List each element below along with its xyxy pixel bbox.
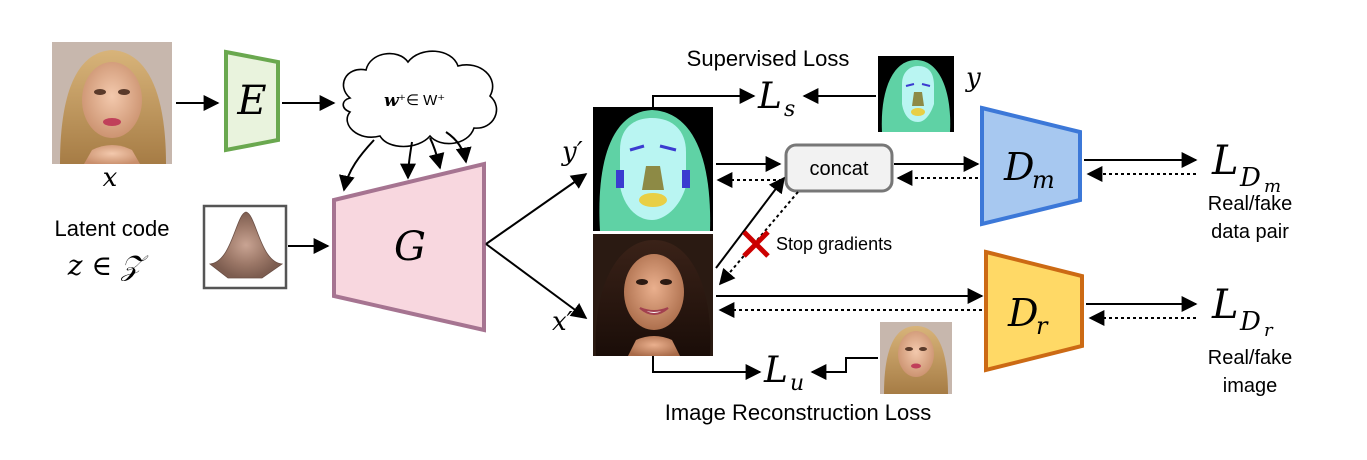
arrow-latent-to-generator-3	[428, 137, 445, 170]
concat-block	[784, 143, 894, 193]
ldr-D: D	[1239, 307, 1261, 337]
loss-ldr: L D r	[1211, 282, 1274, 341]
stop-gradient-cross-icon	[742, 230, 770, 258]
concat-label: concat	[810, 158, 869, 180]
reconstruction-loss-lu: L u	[763, 350, 804, 396]
dr-D: D	[1007, 291, 1038, 335]
x-label: x	[103, 163, 118, 193]
input-photo-x	[52, 42, 172, 164]
arrow-generator-to-image	[485, 243, 588, 319]
arrow-latent-to-generator-1	[338, 139, 375, 192]
latent-code-label: Latent code	[55, 216, 170, 241]
discriminator-dm-label: D m	[1003, 145, 1055, 194]
ldr-subscript: r	[1264, 320, 1274, 341]
real-fake-pair-line2: data pair	[1211, 221, 1289, 243]
dm-D: D	[1003, 145, 1034, 189]
arrow-latent-to-generator-4	[445, 131, 472, 164]
y-prime-label: y′	[561, 137, 583, 167]
ldm-L: L	[1211, 138, 1239, 184]
supervised-loss-label: Supervised Loss	[687, 46, 850, 71]
generated-segmentation-y-prime	[593, 107, 713, 231]
y-label: y	[965, 63, 981, 93]
arrow-image-to-lu	[652, 356, 762, 380]
generator-label: G	[394, 224, 426, 270]
ls-subscript: s	[784, 97, 795, 122]
real-fake-image-line1: Real/fake	[1208, 347, 1293, 369]
arrow-latent-to-generator-2	[400, 141, 417, 180]
latent-w-symbol: w	[384, 91, 400, 111]
ls-L: L	[757, 76, 782, 117]
encoder-block	[224, 49, 280, 153]
generator-block	[332, 161, 486, 333]
image-reconstruction-loss-label: Image Reconstruction Loss	[665, 400, 932, 425]
ldm-D: D	[1239, 163, 1261, 193]
encoder-label: E	[236, 78, 266, 124]
reconstruction-target-photo	[880, 322, 952, 394]
discriminator-dr-label: D r	[1007, 291, 1049, 340]
ldm-subscript: m	[1264, 176, 1281, 197]
loss-ldm: L D m	[1211, 138, 1281, 197]
lu-subscript: u	[790, 371, 804, 396]
real-fake-pair-line1: Real/fake	[1208, 193, 1293, 215]
latent-space-label: ⁺∈ W⁺	[398, 92, 445, 109]
lu-L: L	[763, 350, 788, 391]
stop-gradients-label: Stop gradients	[776, 234, 892, 254]
gaussian-noise-image	[202, 204, 288, 290]
generated-photo-x-prime	[593, 234, 713, 356]
arrow-seg-to-ls	[652, 88, 756, 107]
x-prime-label: x′	[552, 307, 573, 337]
real-fake-image-line2: image	[1223, 375, 1277, 397]
latent-cloud	[342, 50, 498, 148]
ldr-L: L	[1211, 282, 1239, 328]
arrow-input-to-lu	[810, 357, 878, 380]
supervised-loss-ls: L s	[757, 76, 795, 122]
arrow-image-to-concat	[715, 176, 785, 269]
discriminator-dm-block	[980, 105, 1082, 227]
dr-subscript: r	[1036, 312, 1049, 340]
ground-truth-segmentation-y	[878, 56, 954, 132]
arrow-generator-to-seg	[485, 173, 588, 245]
dm-subscript: m	[1032, 166, 1055, 194]
discriminator-dr-block	[984, 249, 1084, 373]
latent-z-label: z ∈ 𝒵	[67, 249, 149, 282]
